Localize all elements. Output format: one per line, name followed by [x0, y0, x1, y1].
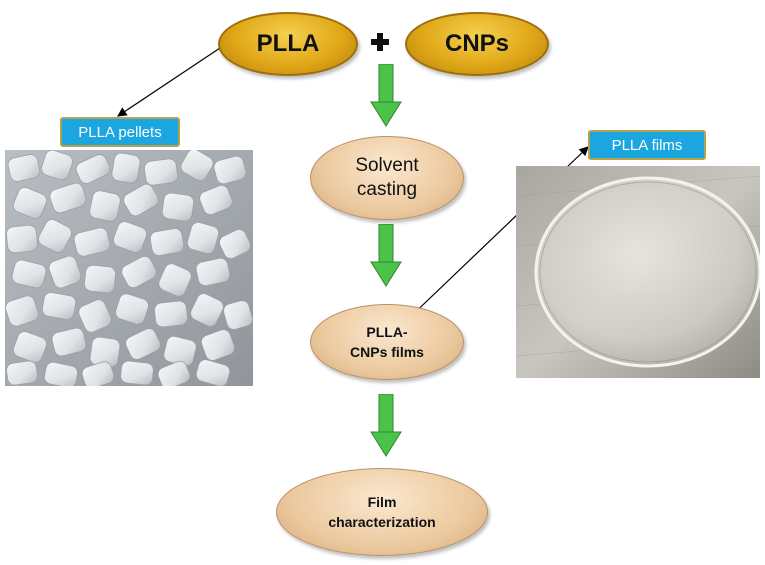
solvent-casting-node: Solvent casting — [310, 136, 464, 220]
solvent-casting-line1: Solvent — [355, 155, 419, 176]
plus-symbol — [371, 33, 389, 51]
plla-node: PLLA — [218, 12, 358, 76]
green-arrow-down-icon — [370, 394, 402, 457]
plla-films-label: PLLA films — [588, 130, 706, 160]
green-arrow-down-icon — [370, 224, 402, 287]
pointer-line-pellets — [117, 47, 221, 117]
plla-cnps-films-line2: CNPs films — [350, 344, 424, 360]
plla-text: PLLA — [256, 30, 320, 57]
film-characterization-line1: Film — [367, 494, 397, 510]
plla-cnps-films-line1: PLLA- — [366, 324, 408, 340]
plla-films-photo — [516, 166, 760, 378]
plla-pellets-label-text: PLLA pellets — [78, 123, 162, 141]
cnps-node: CNPs — [405, 12, 549, 76]
plla-pellets-label: PLLA pellets — [60, 117, 180, 147]
plla-cnps-films-node: PLLA- CNPs films — [310, 304, 464, 380]
cnps-text: CNPs — [444, 30, 510, 57]
film-characterization-line2: characterization — [328, 514, 436, 530]
solvent-casting-line2: casting — [356, 179, 418, 200]
green-arrow-down-icon — [370, 64, 402, 127]
plla-films-label-text: PLLA films — [611, 136, 683, 154]
plla-pellets-photo — [5, 150, 253, 386]
film-characterization-node: Film characterization — [276, 468, 488, 556]
